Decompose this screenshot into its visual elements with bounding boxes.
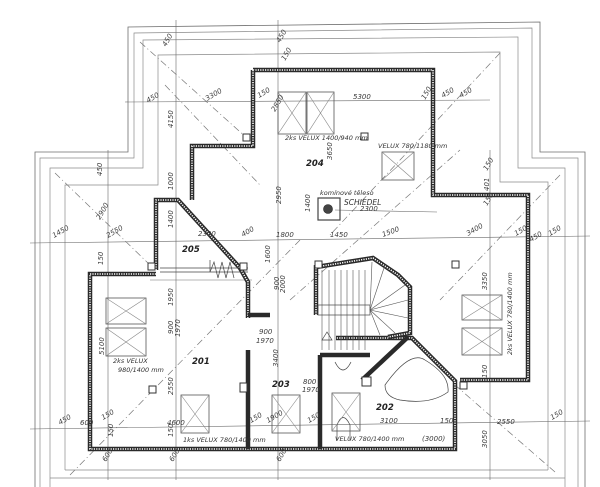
dimension-label: 1600: [264, 245, 272, 263]
room-202: 202: [376, 403, 394, 413]
velux-window: [271, 394, 301, 434]
room-205: 205: [182, 245, 200, 255]
dimension-label: 150: [107, 423, 115, 437]
dimension-label: 2300: [360, 205, 378, 213]
dimension-label: 2550: [497, 418, 515, 426]
chimney-brand: SCHIEDEL: [344, 198, 381, 207]
dimension-label: 400: [240, 225, 256, 239]
dimension-label: 600: [80, 419, 94, 427]
dimension-label: 3350: [481, 272, 489, 290]
room-201: 201: [192, 357, 210, 367]
velux-window: [381, 151, 415, 181]
room-204: 204: [306, 159, 324, 169]
dimension-label: 150: [481, 364, 489, 378]
dimension-label: 800: [303, 378, 317, 386]
dimension-label: 150: [248, 411, 264, 425]
roof-eave-lines: [34, 21, 586, 487]
dimension-label: 1450: [330, 231, 348, 239]
dimension-label: 450: [458, 86, 474, 100]
dimension-label: 1970: [174, 319, 182, 337]
dimension-label: 1900: [265, 409, 285, 425]
dimension-label: 5300: [353, 93, 371, 101]
dimension-label: 3050: [481, 430, 489, 448]
chimney-note: komínové těleso: [320, 189, 374, 197]
dimension-label: 150: [256, 86, 272, 100]
window-label: 980/1400 mm: [118, 366, 164, 374]
dimension-label: 450: [145, 91, 161, 105]
velux-window: [461, 294, 503, 321]
dimension-label: 1450: [51, 224, 71, 240]
window-label: VELUX 780/1400 mm: [335, 435, 404, 443]
dimension-label: 900: [259, 328, 273, 336]
window-labels: 2ks VELUX 1400/940 mm VELUX 780/1180 mm …: [113, 134, 514, 444]
columns: [147, 132, 468, 394]
staircase[interactable]: [317, 261, 409, 350]
dimension-label: (3000): [422, 435, 446, 443]
dimension-lines: [29, 20, 591, 480]
velux-window: [306, 91, 335, 135]
dimension-label: 450: [275, 28, 289, 44]
velux-window: [105, 327, 147, 357]
chimney: [317, 197, 341, 221]
dimension-label: 401: [483, 178, 491, 191]
dimension-label: 450: [440, 86, 456, 100]
dimension-label: 150: [97, 251, 105, 265]
dimension-label: 3400: [465, 222, 485, 238]
dimension-label: 2900: [95, 201, 111, 221]
dimension-label: 1500: [381, 225, 401, 239]
dimension-label: 2950: [275, 186, 283, 204]
window-label: 2ks VELUX 780/1400 mm: [506, 272, 514, 355]
dimension-label: 2850: [270, 93, 286, 113]
dimension-label: 3650: [326, 142, 334, 160]
window-label: 2ks VELUX 1400/940 mm: [285, 134, 368, 142]
dimension-label: 3300: [204, 87, 224, 103]
dimension-label: 3400: [272, 349, 280, 367]
dimension-label: 5100: [98, 337, 106, 355]
dimension-label: 1970: [302, 386, 320, 394]
dimension-label: 1950: [167, 288, 175, 306]
velux-window: [277, 91, 307, 135]
dimension-label: 1000: [167, 172, 175, 190]
velux-window: [180, 394, 210, 434]
dimension-label: 3100: [380, 417, 398, 425]
dimension-label: 150: [167, 423, 175, 437]
hip-lines: [54, 41, 561, 476]
dimension-label: 2000: [279, 275, 287, 293]
dimension-label: 4600: [167, 419, 185, 427]
dimension-label: 900: [167, 320, 175, 334]
velux-windows: [105, 91, 503, 434]
dimension-label: 1970: [256, 337, 274, 345]
door-swing-left: [209, 260, 235, 279]
dimension-label: 450: [528, 230, 544, 244]
dimension-label: 1400: [304, 194, 312, 212]
room-203: 203: [272, 380, 290, 390]
shower-arch: [336, 417, 351, 440]
dimension-label: 1800: [276, 231, 294, 239]
velux-window: [105, 297, 147, 325]
dimension-label: 150: [482, 156, 496, 172]
toilet: [334, 361, 352, 371]
velux-window: [331, 392, 361, 432]
window-label: 1ks VELUX 780/1400 mm: [183, 436, 266, 444]
dimension-label: 4150: [167, 110, 175, 128]
dimension-label: 150: [440, 417, 454, 425]
dimension-label: 1400: [167, 210, 175, 228]
window-label: VELUX 780/1180 mm: [378, 142, 447, 150]
dimension-label: 900: [273, 276, 281, 290]
dimension-label: 2300: [198, 230, 216, 238]
window-label: 2ks VELUX: [113, 357, 148, 365]
dimension-label: 150: [547, 224, 563, 238]
dimension-label: 450: [96, 162, 104, 176]
dimension-label: 150: [549, 408, 565, 422]
room-labels: 201 202 203 204 205: [182, 159, 394, 413]
dimension-label: 2550: [167, 377, 175, 395]
bathtub: [384, 357, 449, 402]
velux-window: [461, 327, 503, 356]
